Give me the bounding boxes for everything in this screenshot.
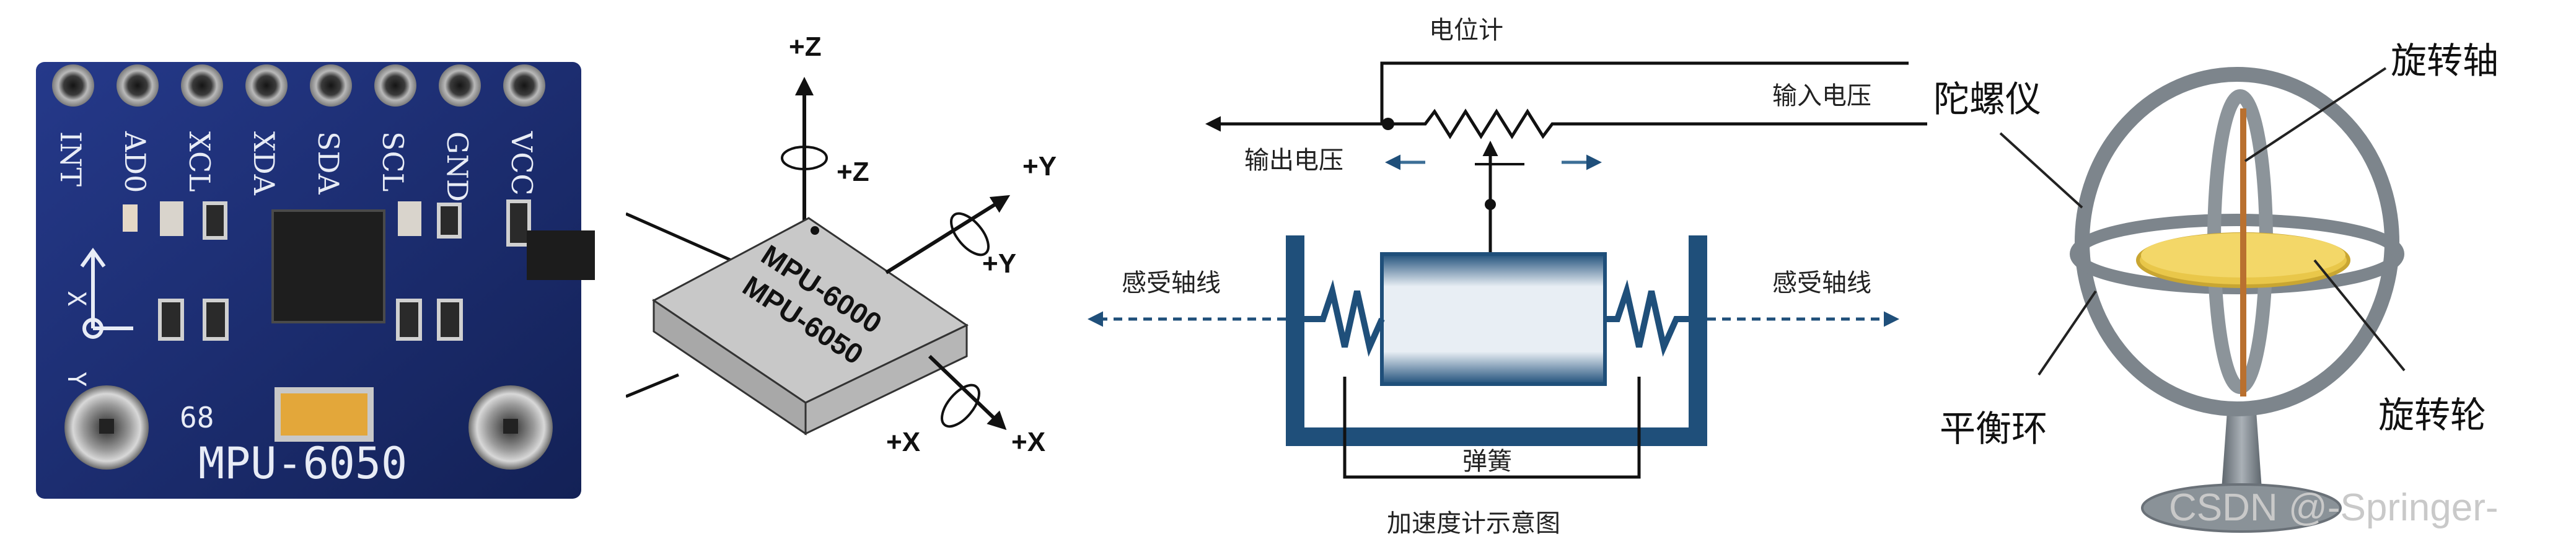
y-axis-label: +Y: [1022, 151, 1057, 182]
spring-callout: [1343, 377, 1641, 479]
rotor-label: 旋转轮: [2378, 394, 2486, 436]
pin-label-int: INT: [54, 131, 87, 186]
sense-axis-left-label: 感受轴线: [1122, 269, 1221, 297]
gyroscope-label: 陀螺仪: [1933, 78, 2041, 120]
accelerometer-schematic: 电位计 输入电压 输出电压 感受轴线 感受轴线 弹簧 加速度计示意图: [1078, 0, 1933, 552]
through-line-lower: [626, 373, 679, 398]
mpu-chip: [271, 209, 385, 323]
axis-x-label: X: [62, 291, 90, 306]
spring-label: 弹簧: [1462, 447, 1512, 476]
mpu-axes-diagram: +Z +Z MPU-6000 MPU-6050 +Y +Y +X +X: [626, 0, 1078, 552]
horizontal-gimbal-ring: [2070, 214, 2404, 294]
input-wire: [1380, 61, 1909, 124]
pin-label-xcl: XCL: [183, 131, 216, 192]
smd-components: [123, 199, 595, 341]
pin-label-scl: SCL: [376, 131, 410, 191]
leader-gyroscope: [1999, 132, 2083, 209]
leader-gimbal: [2038, 290, 2097, 376]
potentiometer-resistor: [1388, 108, 1642, 139]
chip-right-side: [804, 323, 968, 436]
pin-label-gnd: GND: [441, 131, 474, 202]
spin-axis-label: 旋转轴: [2391, 40, 2499, 82]
number-label: 68: [180, 401, 214, 434]
y-rotation-label: +Y: [982, 248, 1016, 279]
spring-right: [1605, 279, 1689, 357]
output-voltage-label: 输出电压: [1244, 146, 1343, 175]
x-axis-label: +X: [1011, 427, 1045, 457]
pin-label-ad0: AD0: [118, 131, 152, 193]
z-rotation-label: +Z: [837, 157, 869, 187]
z-rotation-icon: [781, 146, 828, 170]
mpu6050-module-photo: INT AD0 XCL XDA SDA SCL GND VCC X Y 68 M…: [0, 0, 626, 552]
input-voltage-label: 输入电压: [1772, 82, 1871, 110]
header-pads: [52, 64, 545, 107]
tantalum-capacitor: [275, 387, 374, 442]
pin-label-vcc: VCC: [505, 131, 538, 196]
z-axis-label: +Z: [789, 32, 822, 62]
watermark: CSDN @-Springer-: [2169, 486, 2498, 529]
y-rotation-icon: [950, 212, 990, 256]
gimbal-label: 平衡环: [1940, 408, 2047, 450]
axis-indicator-icon: [80, 247, 133, 339]
y-axis-arrow: [885, 195, 1011, 274]
pin-label-xda: XDA: [247, 131, 281, 196]
potentiometer-label: 电位计: [1429, 16, 1503, 45]
pin-label-sda: SDA: [312, 131, 345, 195]
gyro-stand: [2222, 403, 2262, 489]
gyroscope-illustration: 陀螺仪 旋转轴 平衡环 旋转轮 CSDN @-Springer-: [1933, 0, 2576, 552]
x-rotation-icon: [941, 383, 980, 428]
gyro-base: [2141, 483, 2342, 533]
spring-left: [1304, 279, 1385, 357]
leader-spin-axis: [2244, 67, 2387, 162]
axis-y-label: Y: [62, 372, 90, 387]
x-axis-arrow: [928, 354, 1007, 431]
proof-mass: [1380, 252, 1607, 386]
caption: 加速度计示意图: [1387, 509, 1560, 538]
sense-axis-right-label: 感受轴线: [1772, 269, 1871, 297]
x-rotation-label: +X: [886, 427, 920, 457]
board-label: MPU-6050: [198, 438, 407, 489]
leader-rotor: [2313, 259, 2406, 372]
